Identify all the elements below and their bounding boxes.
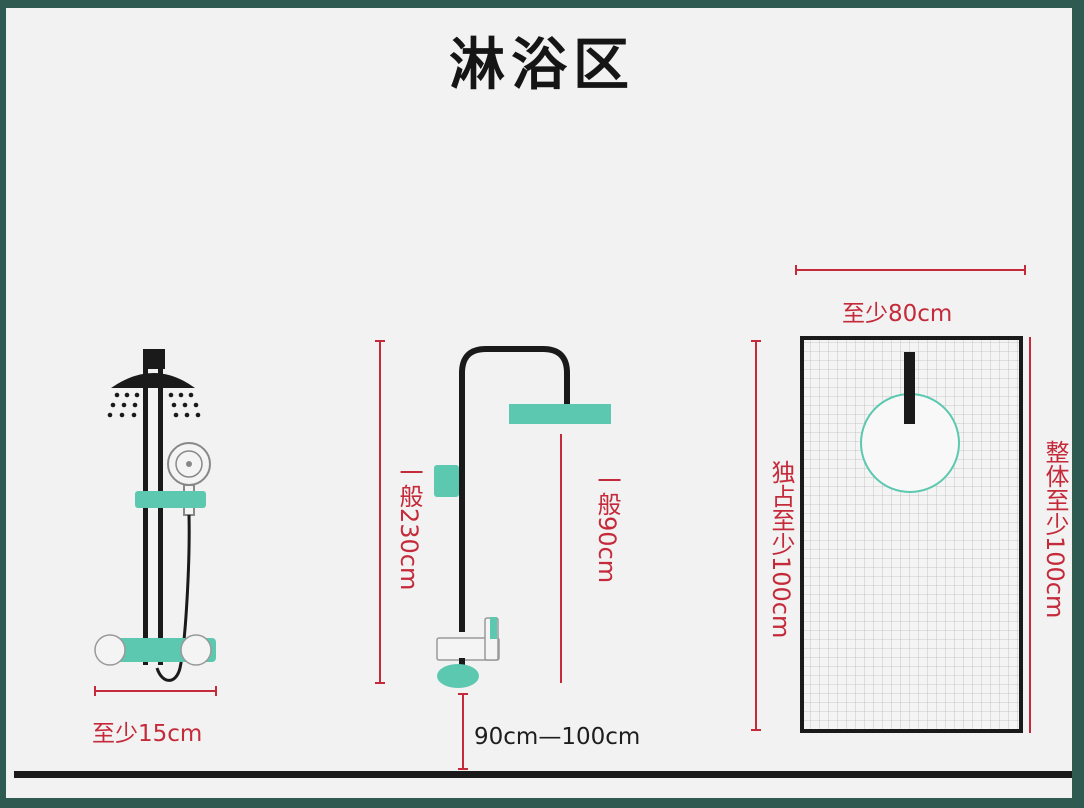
dimension-height-230 [375,340,385,684]
floor-line [14,771,1072,778]
label-faucet-height: 90cm—100cm [474,724,641,750]
label-standalone-100: 独占至少100cm [767,460,795,639]
dimension-faucet-height [458,693,468,770]
dimension-width-80 [795,265,1026,275]
dimension-standalone-100 [751,340,761,731]
label-width-min-15: 至少15cm [92,721,203,747]
label-overall-100: 整体至少100cm [1041,440,1069,619]
label-height-230: 一般230cm [395,460,423,591]
shower-area-plan-icon [800,336,1023,733]
label-width-min-80: 至少80cm [842,301,953,327]
dimension-width-15 [94,686,217,696]
shower-set-icon [434,346,611,688]
page-title: 淋浴区 [449,33,635,98]
label-height-90: 一般90cm [593,468,621,584]
shower-column-icon [94,349,216,682]
